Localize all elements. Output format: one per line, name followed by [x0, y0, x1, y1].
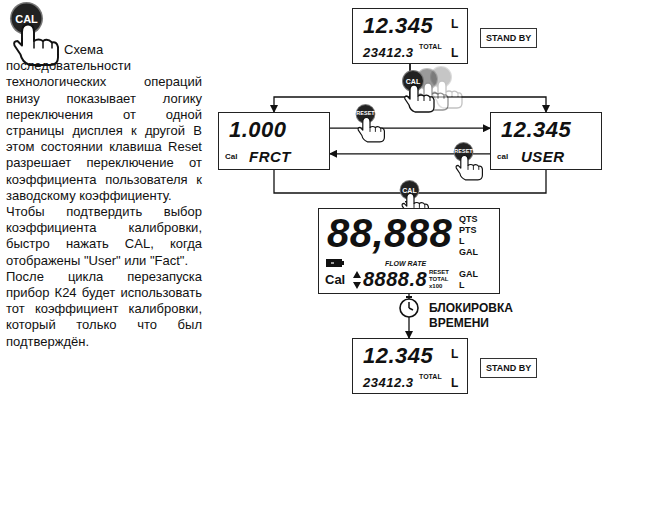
lcd-screen: 12.345L23412.3TOTALL [352, 8, 468, 64]
button-label: CAL [15, 13, 38, 24]
display-text: TOTAL [419, 373, 442, 380]
display-text: 88,888 [327, 213, 452, 253]
flow-arrow [274, 170, 409, 208]
button-label: CAL [402, 187, 416, 194]
display-text: 1.000 [229, 119, 287, 141]
display-arrows [353, 271, 361, 289]
display-text: L [459, 281, 465, 290]
instruction-text: Схема последовательности технологических… [6, 42, 202, 204]
display-text: GAL [459, 270, 478, 279]
display-text: USER [521, 149, 565, 164]
display-text: PTS [459, 226, 477, 235]
text-column: Схема последовательности технологических… [6, 42, 202, 350]
cal-hand-icon [10, 2, 58, 65]
status-box: STAND BY [480, 358, 537, 378]
display-text: 23412.3 [363, 46, 414, 59]
display-text: L [451, 47, 458, 59]
display-text: Cal [225, 153, 237, 161]
reset-hand [454, 142, 483, 180]
display-text: L [451, 18, 458, 30]
display-text: L [451, 377, 458, 389]
display-text: 12.345 [501, 119, 571, 141]
display-text: QTS [459, 215, 478, 224]
flow-arrow [274, 64, 410, 112]
instruction-text: Чтобы подтвердить выбор коэффициента кал… [6, 204, 202, 269]
lcd-screen: 12.345L23412.3TOTALL [352, 338, 468, 394]
status-box: STAND BY [480, 28, 537, 48]
display-text: L [459, 237, 465, 246]
display-text: cal [497, 153, 508, 161]
display-text: 12.345 [363, 345, 433, 367]
clock-icon [400, 297, 418, 317]
button-label: RESET [454, 149, 472, 155]
display-text: 8888.8 [363, 269, 427, 289]
edge-label: БЛОКИРОВКА ВРЕМЕНИ [429, 301, 525, 331]
lcd-screen: 1.000Cal FRCT [218, 112, 330, 170]
display-text: FRCT [249, 149, 291, 164]
flow-arrow [330, 128, 490, 129]
display-text: STAND BY [486, 364, 531, 373]
button-label: CAL [406, 78, 420, 85]
display-text: 23412.3 [363, 376, 414, 389]
display-text: RESET [429, 269, 449, 275]
display-text: L [451, 348, 458, 360]
display-text: GAL [459, 248, 478, 257]
button-label: RESET [356, 111, 374, 117]
display-text: 12.345 [363, 15, 433, 37]
display-text: TOTAL [419, 43, 442, 50]
display-text: TOTAL [429, 276, 448, 282]
lcd-screen: 12.345 cal USER [490, 112, 602, 170]
display-text: FLOW RATE [385, 260, 426, 267]
instruction-text: После цикла перезапуска прибор К24 будет… [6, 269, 202, 350]
display-text: Cal [325, 273, 345, 286]
display-text: STAND BY [486, 34, 531, 43]
lcd-segment-display: 88,888 QTS PTS L GAL FLOW RATE Cal 8888.8RESETT… [318, 208, 500, 294]
display-text: x100 [429, 283, 442, 289]
cal-hand [402, 70, 434, 112]
reset-hand [356, 104, 385, 142]
